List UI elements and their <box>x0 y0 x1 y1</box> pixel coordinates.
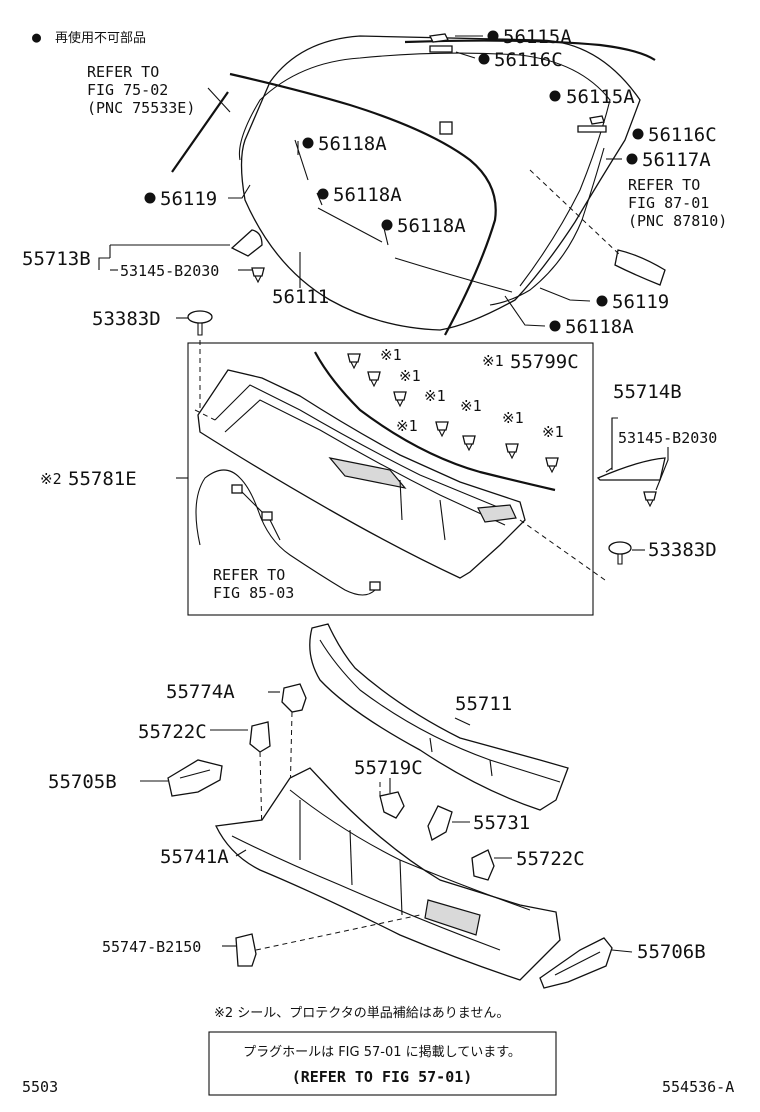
cowl-panel-55741A <box>215 767 561 981</box>
label-53383D-right: 53383D <box>648 539 717 561</box>
bracket-55722C-right <box>471 849 495 881</box>
label-55799C: 55799C <box>510 351 579 373</box>
cowl-group-box <box>187 342 594 616</box>
label-55722C-right: 55722C <box>516 848 585 870</box>
refer-7502-line2: FIG 75-02 <box>87 81 168 99</box>
side-moulding-right <box>489 147 605 306</box>
moulding-ref-strip <box>171 91 229 173</box>
plug-53383D-left <box>187 310 213 420</box>
mark-star1-b: ※1 <box>399 367 421 385</box>
footer-right: 554536-A <box>662 1078 734 1096</box>
bracket-55719C <box>379 780 405 819</box>
label-56115A-top: 56115A <box>503 26 572 48</box>
refer-7502-line1: REFER TO <box>87 63 159 81</box>
label-55774A: 55774A <box>166 681 235 703</box>
seal-55713B <box>230 229 263 257</box>
label-56118A-1: 56118A <box>318 133 387 155</box>
mark-star1-a: ※1 <box>380 346 402 364</box>
bracket-55722C-left <box>249 721 271 836</box>
label-55781E: 55781E <box>68 468 137 490</box>
hose-joint-3 <box>369 581 381 591</box>
mark-star1-d: ※1 <box>396 417 418 435</box>
mark-star1-c: ※1 <box>424 387 446 405</box>
label-53145-B2030-lower: 53145-B2030 <box>618 429 717 447</box>
clip-56116C-upper <box>429 45 453 53</box>
bracket-55706B <box>539 937 613 989</box>
label-55719C: 55719C <box>354 757 423 779</box>
label-55711: 55711 <box>455 693 512 715</box>
refer-8701-line2: FIG 87-01 <box>628 194 709 212</box>
mark-star1-e: ※1 <box>460 397 482 415</box>
refer-8503-line2: FIG 85-03 <box>213 584 294 602</box>
label-56119-right: 56119 <box>612 291 669 313</box>
note-box <box>208 1031 557 1096</box>
label-55722C-left: 55722C <box>138 721 207 743</box>
clips-55799C <box>347 353 559 474</box>
leader-lines <box>98 35 669 953</box>
mark-star1-g: ※1 <box>542 423 564 441</box>
clip-56115A-right <box>589 115 605 125</box>
side-moulding-left <box>229 72 497 336</box>
refer-8701-line3: (PNC 87810) <box>628 212 727 230</box>
mirror-mount <box>439 121 453 135</box>
label-56118A-2: 56118A <box>333 184 402 206</box>
bracket-55731 <box>427 805 453 841</box>
clip-56116C-right <box>577 125 607 133</box>
refer-8503-line1: REFER TO <box>213 566 285 584</box>
cowl-seal-strip <box>314 351 556 492</box>
label-56117A: 56117A <box>642 149 711 171</box>
bracket-55747 <box>235 914 421 967</box>
label-56116C-right: 56116C <box>648 124 717 146</box>
mark-star2: ※2 <box>40 470 62 488</box>
washer-hose <box>195 469 376 596</box>
legend-text: 再使用不可部品 <box>55 30 146 46</box>
label-55706B: 55706B <box>637 941 706 963</box>
label-55731: 55731 <box>473 812 530 834</box>
hose-ref-line <box>194 409 216 421</box>
label-55705B: 55705B <box>48 771 117 793</box>
footnote-star2: ※2 シール、プロテクタの単品補給はありません。 <box>214 1005 509 1021</box>
strip-56118A-a <box>294 139 309 181</box>
upper-moulding <box>404 39 656 61</box>
label-56111: 56111 <box>272 286 329 308</box>
label-53383D-left: 53383D <box>92 308 161 330</box>
plug-53383D-right <box>519 519 632 581</box>
footer-left: 5503 <box>22 1078 58 1096</box>
bullets <box>144 30 644 332</box>
label-56116C-top: 56116C <box>494 49 563 71</box>
legend-bullet: ● <box>32 28 41 46</box>
clip-53145-lower <box>643 491 657 508</box>
label-55741A: 55741A <box>160 846 229 868</box>
bracket-55705B <box>167 759 223 797</box>
cowl-louver-55781E <box>197 369 526 579</box>
note-line1: プラグホールは FIG 57-01 に掲載しています。 <box>243 1044 521 1060</box>
refer-7502-line3: (PNC 75533E) <box>87 99 195 117</box>
mark-star1-55799C: ※1 <box>482 352 504 370</box>
label-53145-B2030-upper: 53145-B2030 <box>120 262 219 280</box>
cowl-top-panel-55711 <box>309 623 569 811</box>
mark-star1-f: ※1 <box>502 409 524 427</box>
note-line2: (REFER TO FIG 57-01) <box>292 1068 473 1086</box>
seal-55714B <box>596 457 666 481</box>
clip-53145-upper <box>251 267 265 284</box>
hose-joint-1 <box>231 484 243 494</box>
label-55714B: 55714B <box>613 381 682 403</box>
strip-56118A-c <box>394 257 513 293</box>
label-56118A-4: 56118A <box>565 316 634 338</box>
label-56115A-right: 56115A <box>566 86 635 108</box>
label-55747-B2150: 55747-B2150 <box>102 938 201 956</box>
label-55713B: 55713B <box>22 248 91 270</box>
clip-56115A-upper <box>429 33 449 43</box>
rear-view-mirror <box>529 169 666 286</box>
label-56119-left: 56119 <box>160 188 217 210</box>
hose-joint-2 <box>261 511 273 521</box>
label-56118A-3: 56118A <box>397 215 466 237</box>
strip-56118A-b <box>317 207 383 243</box>
refer-8701-line1: REFER TO <box>628 176 700 194</box>
